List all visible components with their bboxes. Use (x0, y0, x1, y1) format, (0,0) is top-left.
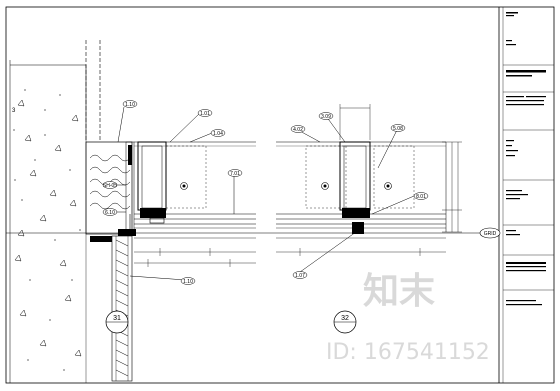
svg-text:SH-05: SH-05 (103, 183, 117, 189)
svg-text:1.01: 1.01 (200, 111, 210, 117)
concrete-wall: 3 (9, 40, 101, 383)
grid-label-tag: GRID (479, 227, 501, 239)
svg-text:1.07: 1.07 (295, 273, 305, 279)
callout-1-07: 1.07 (292, 271, 308, 279)
curtain-wall-right (276, 104, 462, 256)
svg-text:32: 32 (341, 315, 349, 322)
svg-text:6.10: 6.10 (105, 210, 115, 216)
svg-text:4.02: 4.02 (293, 127, 303, 133)
callout-7-01: 7.01 (227, 169, 243, 177)
svg-text:7.01: 7.01 (230, 171, 240, 177)
svg-text:3: 3 (12, 108, 16, 114)
title-block (498, 7, 554, 383)
callout-1-10-top: 1.10 (122, 100, 138, 108)
callout-3-09: 3.09 (318, 112, 334, 120)
callout-1-04: 1.04 (210, 129, 226, 137)
callout-sh-05: SH-05 (102, 181, 117, 189)
svg-text:3.09: 3.09 (321, 114, 331, 120)
callout-5-08: 5.08 (390, 124, 406, 132)
callout-8-01: 8.01 (413, 192, 429, 200)
lower-wall-strip (90, 229, 136, 382)
svg-text:31: 31 (113, 315, 121, 322)
callout-1-10-bottom: 1.10 (180, 277, 196, 285)
watermark-brand: 知末 (363, 271, 435, 312)
watermark-id: ID: 167541152 (326, 340, 490, 365)
leader-lines (110, 106, 415, 281)
grid-label: GRID (484, 231, 497, 237)
svg-text:1.04: 1.04 (213, 131, 223, 137)
detail-marker-31: 31 (105, 310, 129, 334)
svg-text:5.08: 5.08 (393, 126, 403, 132)
svg-text:1.10: 1.10 (125, 102, 135, 108)
callout-1-01: 1.01 (197, 109, 213, 117)
sheet-border (5, 6, 555, 384)
watermark: 知末 ID: 167541152 (326, 271, 490, 365)
svg-text:8.01: 8.01 (416, 194, 426, 200)
callout-6-10: 6.10 (102, 208, 118, 216)
detail-marker-32: 32 (333, 310, 357, 334)
curtain-wall-left (129, 141, 256, 267)
svg-text:1.10: 1.10 (183, 279, 193, 285)
callout-4-02: 4.02 (290, 125, 306, 133)
